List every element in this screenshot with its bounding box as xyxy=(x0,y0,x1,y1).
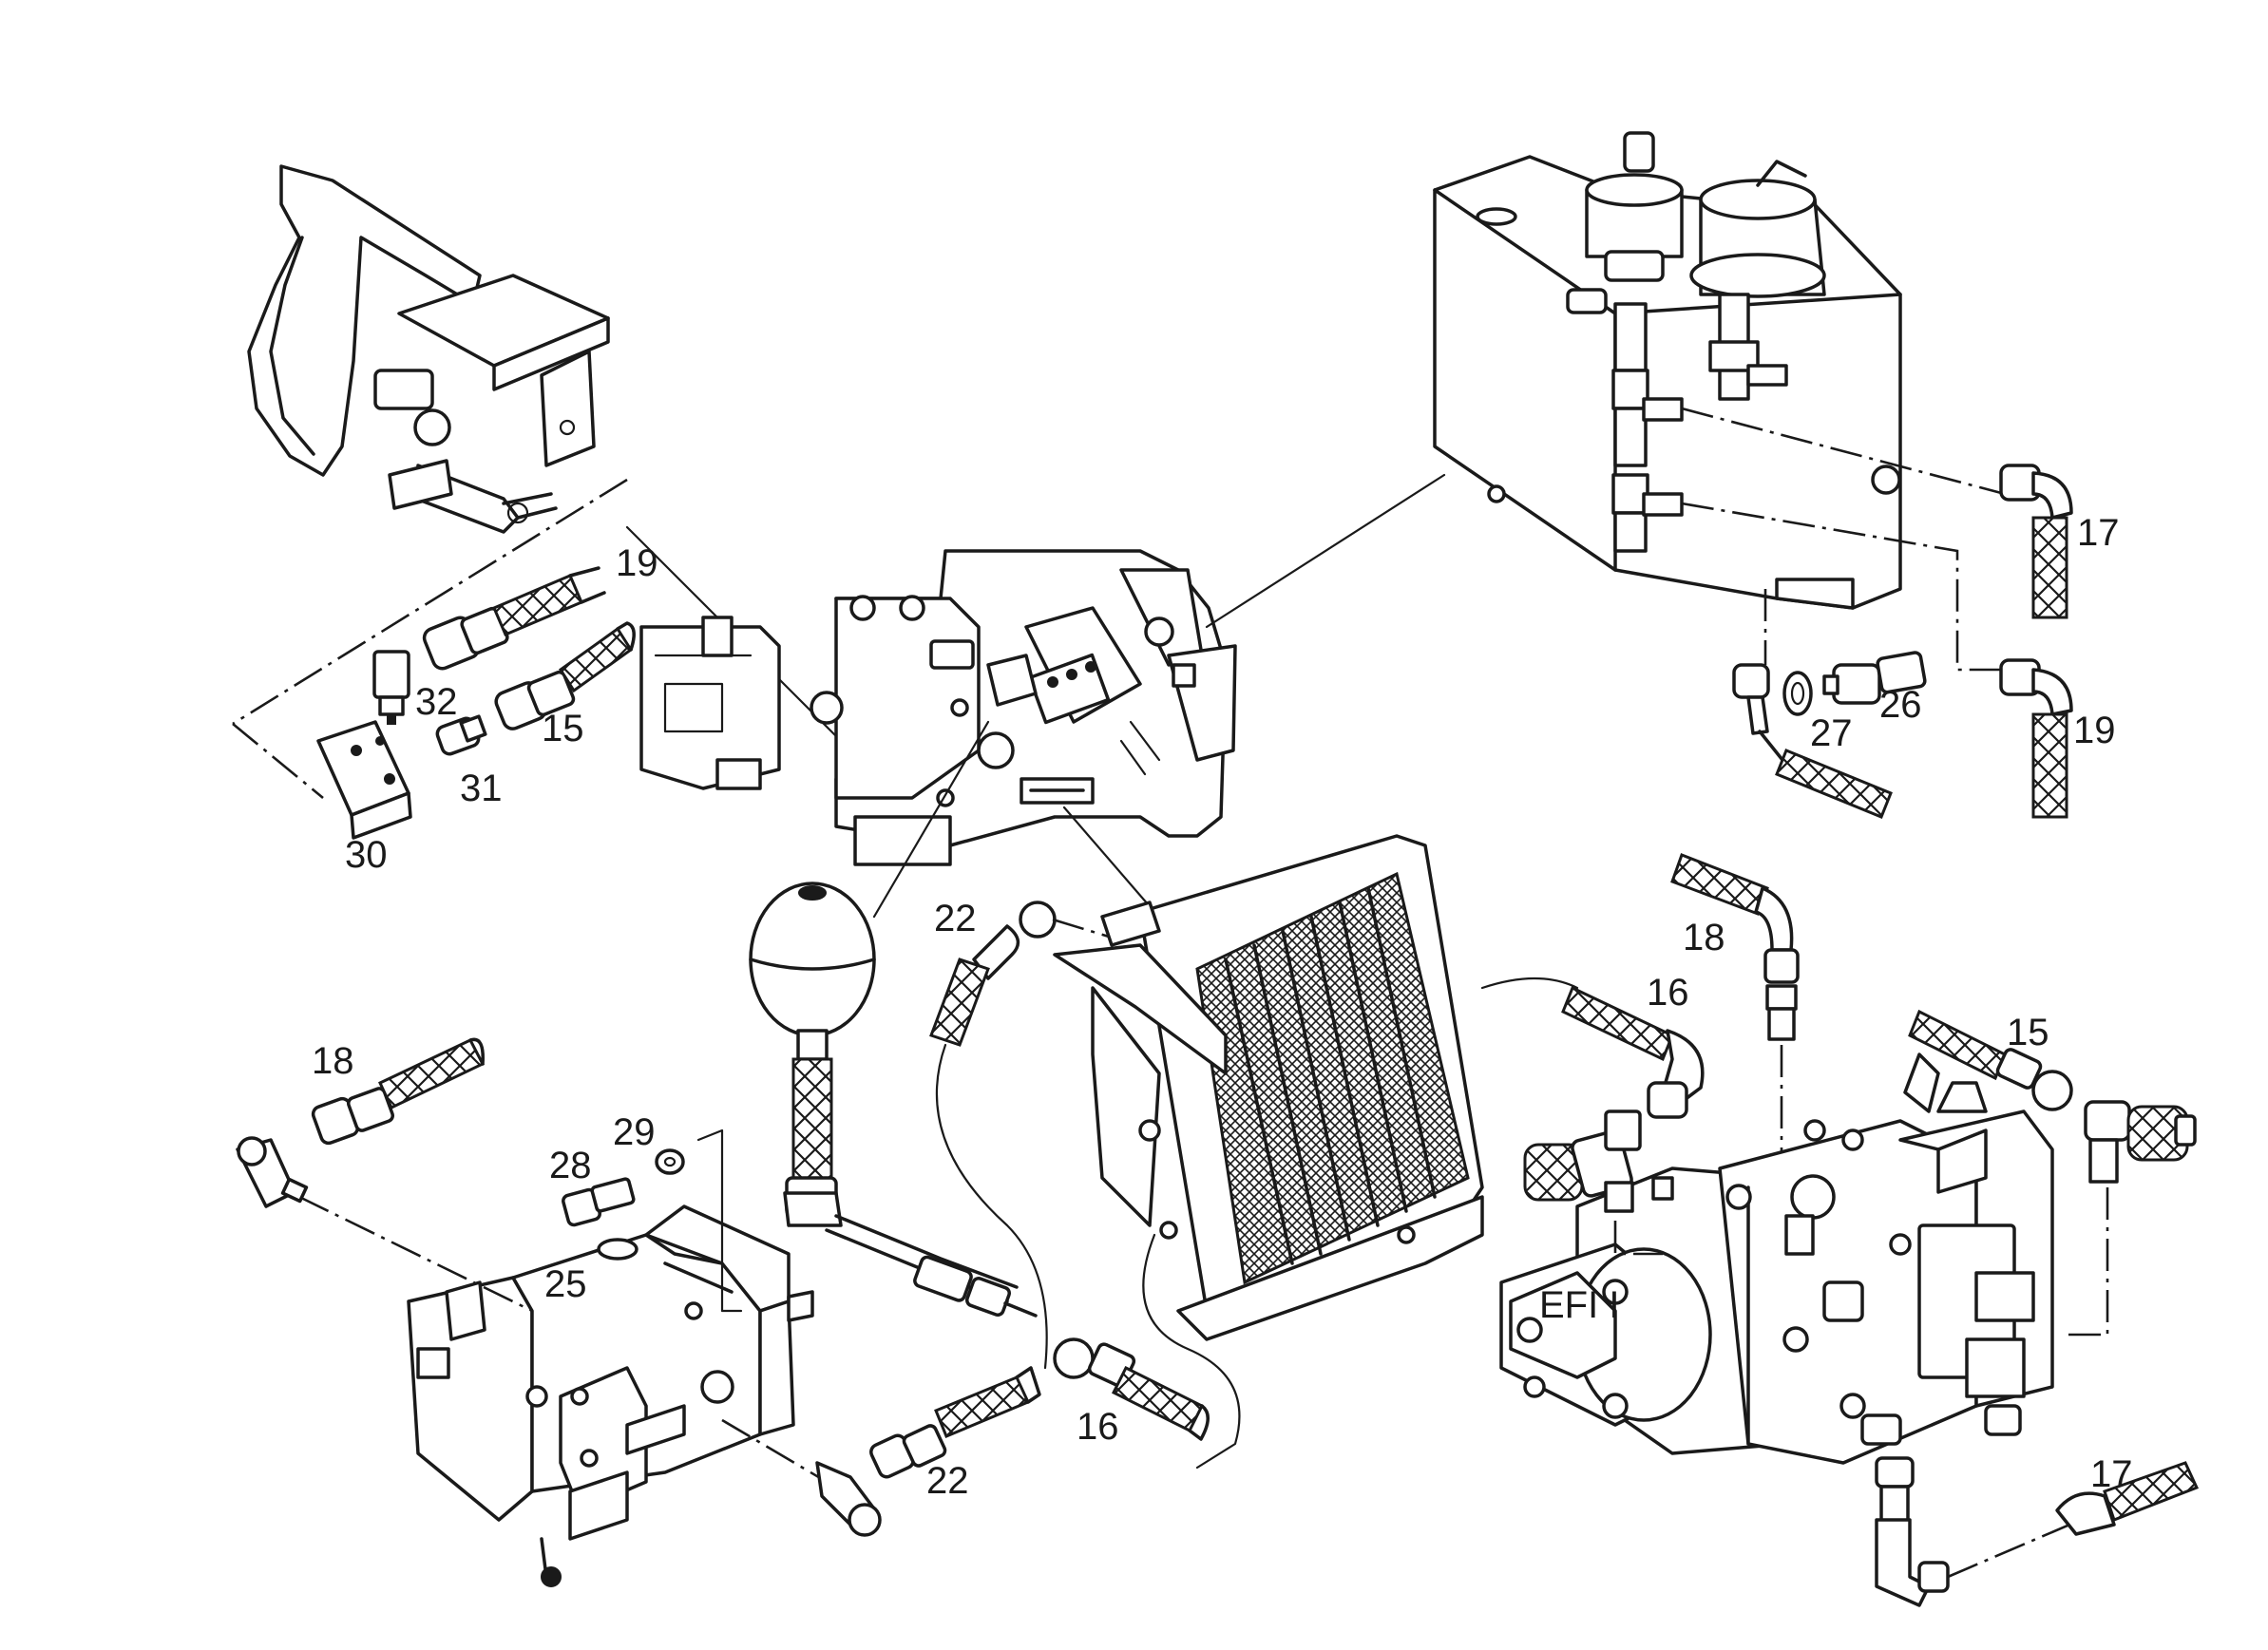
callout-19-tank: 19 xyxy=(2073,710,2116,751)
brake-pedal-assembly xyxy=(247,164,610,534)
leader-line xyxy=(1681,407,2006,496)
callout-labels: 19 15 32 31 30 17 19 26 27 22 18 16 15 1… xyxy=(312,512,2133,1502)
callout-15-upper-left: 15 xyxy=(542,708,584,749)
hose-19-tank xyxy=(1999,658,2073,819)
elbow-fitting-motor-left xyxy=(236,1136,309,1208)
callout-27: 27 xyxy=(1810,712,1853,754)
hose-17-bottom xyxy=(2055,1461,2200,1536)
callout-26: 26 xyxy=(1879,684,1922,726)
callout-22-lower: 22 xyxy=(926,1460,969,1502)
oil-cooler xyxy=(1053,834,1484,1470)
washer-27 xyxy=(1782,671,1813,716)
solenoid-connector-left xyxy=(1523,1109,1674,1256)
callout-29: 29 xyxy=(613,1111,656,1153)
callout-22-upper: 22 xyxy=(934,898,977,939)
callout-16-lower: 16 xyxy=(1077,1406,1119,1448)
hose-17-tank xyxy=(1999,464,2073,619)
callout-18-right: 18 xyxy=(1683,917,1725,958)
leader-line xyxy=(1062,806,1156,914)
leader-line xyxy=(696,1128,743,1313)
accumulator xyxy=(749,882,1038,1318)
callout-32: 32 xyxy=(415,681,458,723)
hose-22-upper xyxy=(929,901,1122,1370)
bolt-28 xyxy=(562,1177,636,1227)
callout-16-right: 16 xyxy=(1647,972,1689,1014)
leader-line xyxy=(872,720,990,919)
pressure-switch-32 xyxy=(372,650,410,725)
mounting-block-30 xyxy=(316,720,412,840)
leader-line xyxy=(721,1418,828,1484)
leader-line xyxy=(232,722,324,800)
hose-16-right xyxy=(1561,985,1705,1119)
hydraulic-tank xyxy=(1433,131,1902,610)
callout-19-upper-left: 19 xyxy=(616,542,658,584)
chassis-frame xyxy=(639,549,1237,866)
solenoid-connector-right xyxy=(2062,1100,2197,1337)
hose-15-upper xyxy=(494,621,636,730)
elbow-fitting-bottom-right xyxy=(1875,1456,2082,1607)
hose-22-lower xyxy=(869,1366,1041,1479)
washer-29 xyxy=(655,1148,685,1175)
leader-line xyxy=(1480,977,1579,990)
hose-19-upper xyxy=(422,566,606,671)
callout-17-bottom: 17 xyxy=(2090,1453,2133,1495)
leader-line xyxy=(1205,473,1446,629)
leader-line xyxy=(232,478,628,726)
callout-31: 31 xyxy=(460,768,503,809)
fitting-31 xyxy=(435,714,487,756)
elbow-fitting-motor-right xyxy=(815,1461,882,1537)
callout-18-left: 18 xyxy=(312,1040,354,1082)
callout-15-right: 15 xyxy=(2007,1012,2049,1053)
temperature-sensor-26 xyxy=(1822,651,1927,705)
hydraulic-motor-25 xyxy=(407,1204,814,1587)
hydrostatic-pump: EFI I xyxy=(1499,1053,2054,1465)
hose-18-right xyxy=(1670,853,1800,1154)
hose-18-left xyxy=(311,1037,486,1146)
leader-line xyxy=(1681,502,2005,672)
callout-25: 25 xyxy=(544,1263,587,1305)
callout-17-tank: 17 xyxy=(2077,512,2120,554)
callout-28: 28 xyxy=(549,1145,592,1186)
leader-line xyxy=(298,1195,533,1313)
hose-15-right xyxy=(1908,1009,2073,1111)
return-hose-below-tank xyxy=(1732,663,1893,819)
callout-30: 30 xyxy=(345,834,388,876)
hose-16-lower xyxy=(1053,1337,1210,1441)
pump-plate-label: EFI I xyxy=(1539,1284,1619,1326)
